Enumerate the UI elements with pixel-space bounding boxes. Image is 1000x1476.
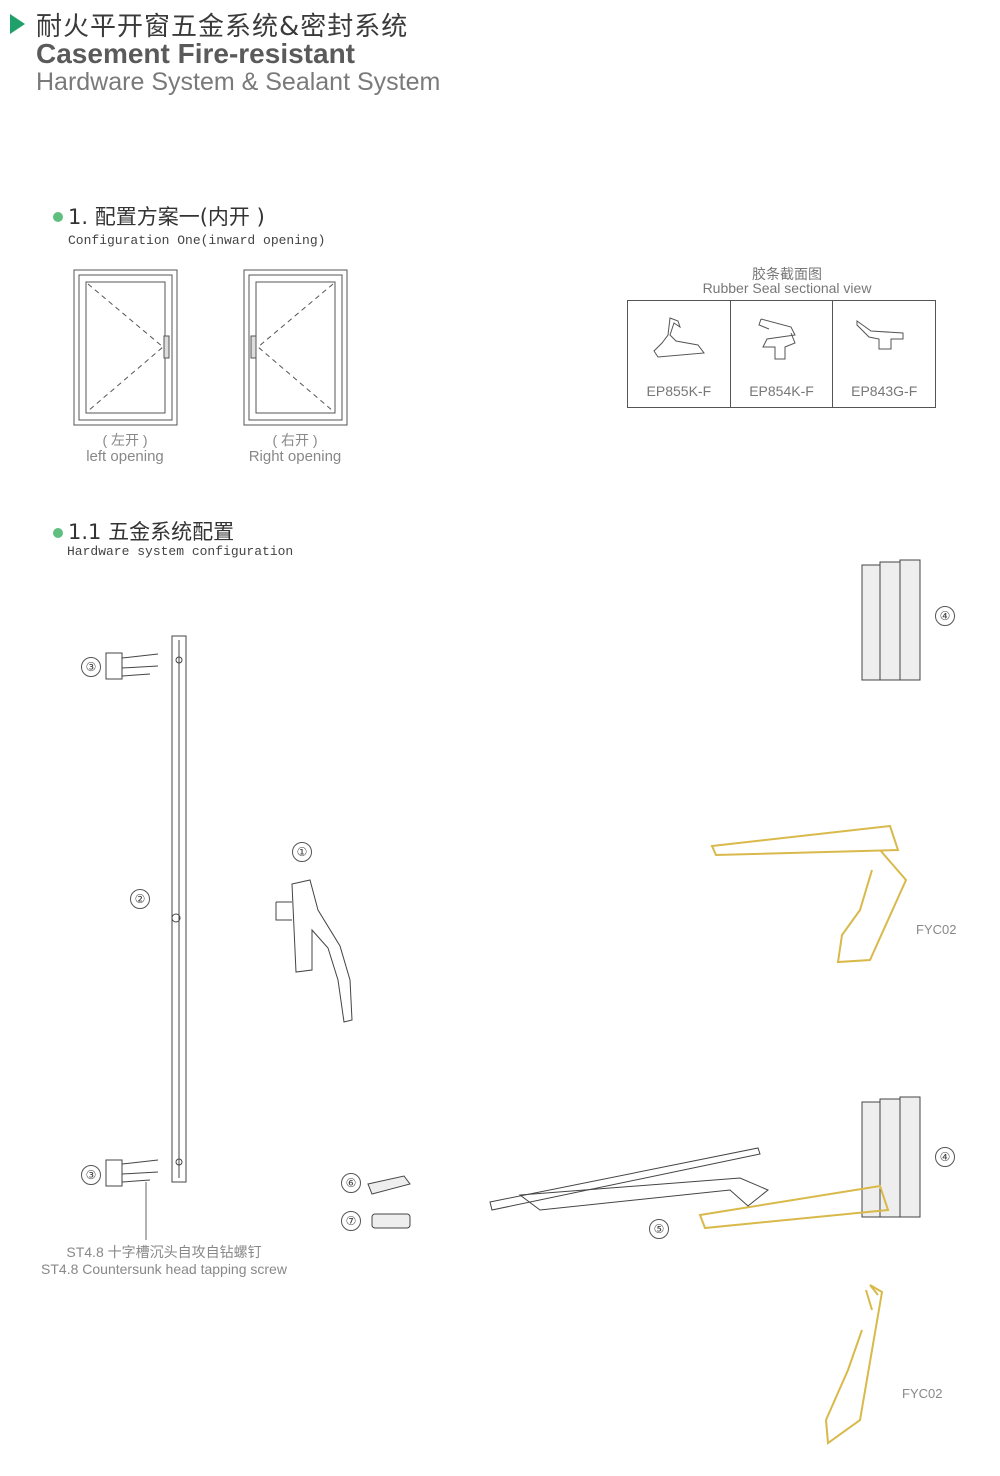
handle-drawing xyxy=(275,879,353,1023)
left-window-icon xyxy=(73,269,178,426)
seal-profile-icon xyxy=(653,317,705,358)
locking-bar-drawing xyxy=(171,635,187,1183)
window-diagrams xyxy=(73,269,348,426)
left-window-label-cn: ( 左开 ) xyxy=(102,432,148,448)
seal-cell: EP855K-F xyxy=(628,301,731,407)
callout-4: ④ xyxy=(935,1147,955,1167)
corner-code: FYC02 xyxy=(916,922,957,937)
bullet-icon xyxy=(53,212,63,222)
small-parts-drawing xyxy=(367,1175,411,1229)
page-title-cn: 耐火平开窗五金系统&密封系统 xyxy=(36,12,409,42)
section-title: 1.1 五金系统配置 xyxy=(68,520,235,544)
section-subtitle: Hardware system configuration xyxy=(67,544,294,559)
seal-profile-icon xyxy=(856,320,904,350)
right-window-label-en: Right opening xyxy=(248,448,342,465)
seal-code: EP843G-F xyxy=(851,383,918,399)
seal-cell: EP843G-F xyxy=(833,301,935,407)
screw-note-en: ST4.8 Countersunk head tapping screw xyxy=(41,1261,287,1277)
seal-profile-icon xyxy=(758,318,796,360)
callout-5: ⑤ xyxy=(649,1219,669,1239)
callout-2: ② xyxy=(130,889,150,909)
section-title: 1. 配置方案一(内开 ) xyxy=(68,205,265,229)
corner-drive-drawing xyxy=(698,824,908,1445)
hardware-drawings xyxy=(105,559,921,1445)
callout-3: ③ xyxy=(81,1165,101,1185)
page-title-en: Casement Fire-resistant xyxy=(36,38,356,69)
callout-1: ① xyxy=(292,842,312,862)
screw-note-cn: ST4.8 十字槽沉头自攻自钻螺钉 xyxy=(66,1244,262,1260)
seal-title-en: Rubber Seal sectional view xyxy=(702,280,872,296)
keeper-drawing xyxy=(105,652,159,1240)
hinge-drawing xyxy=(861,559,921,1218)
callout-6: ⑥ xyxy=(341,1173,361,1193)
callout-3: ③ xyxy=(81,657,101,677)
callout-4: ④ xyxy=(935,606,955,626)
right-window-label-cn: ( 右开 ) xyxy=(272,432,318,448)
page-subtitle-en: Hardware System & Sealant System xyxy=(36,68,441,96)
right-window-icon xyxy=(243,269,348,426)
friction-stay-drawing xyxy=(489,1147,769,1211)
seal-code: EP854K-F xyxy=(749,383,814,399)
seal-cell: EP854K-F xyxy=(731,301,834,407)
callout-7: ⑦ xyxy=(341,1211,361,1231)
seal-code: EP855K-F xyxy=(646,383,712,399)
seal-title-cn: 胶条截面图 xyxy=(752,266,822,282)
corner-code: FYC02 xyxy=(902,1386,943,1401)
left-window-label-en: left opening xyxy=(86,448,164,465)
section-subtitle: Configuration One(inward opening) xyxy=(68,233,326,248)
arrow-icon xyxy=(10,14,25,34)
seal-table: EP855K-F EP854K-F EP843G-F xyxy=(627,300,936,408)
bullet-icon xyxy=(53,528,63,538)
